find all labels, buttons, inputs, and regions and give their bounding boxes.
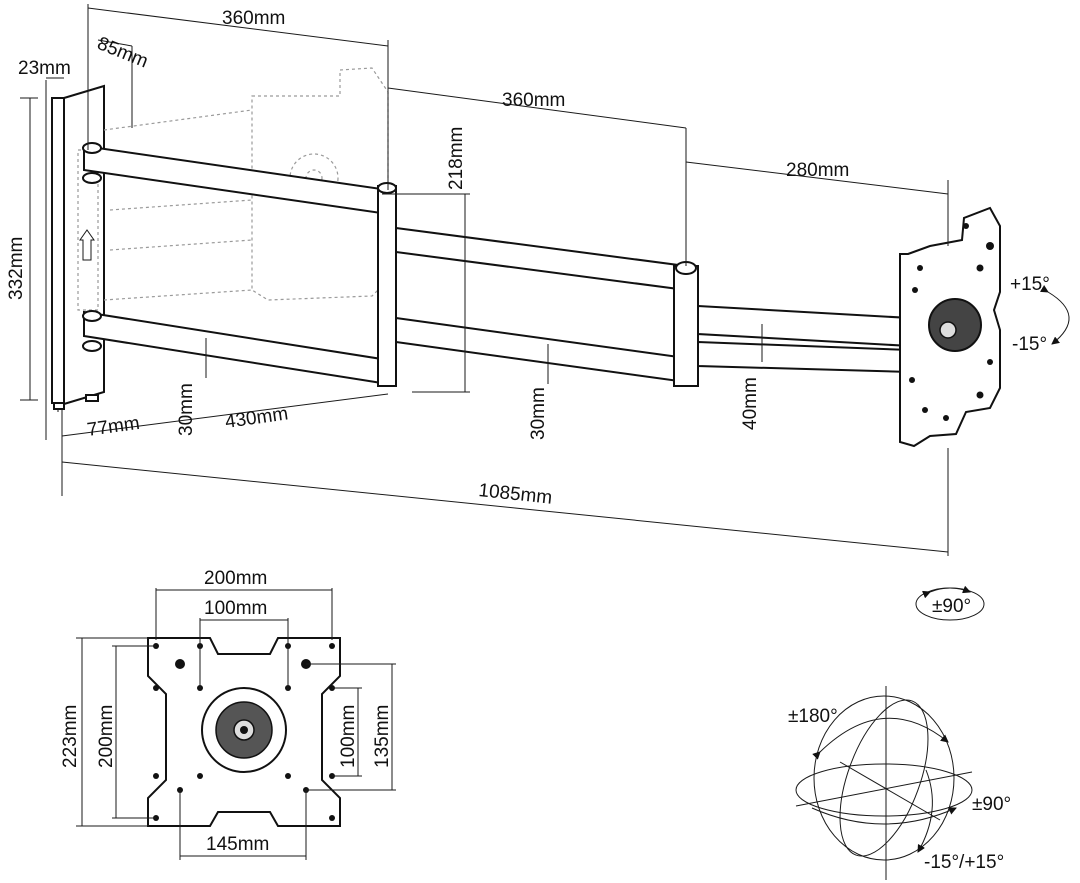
plate-w145: 145mm: [206, 834, 269, 855]
swivel-indicator: [915, 585, 985, 621]
rotation-diagram: ±180° ±90° -15°/+15°: [788, 686, 1011, 880]
dim-30-a: 30mm: [176, 383, 197, 436]
dim-85: 85mm: [94, 33, 151, 72]
vesa-head-plate: [899, 206, 1001, 448]
side-dimension-lines: [20, 4, 949, 556]
wall-plate: [45, 80, 105, 440]
rotation-180-label: ±180°: [788, 706, 838, 727]
rotation-tilt-label: -15°/+15°: [924, 852, 1004, 873]
first-arm: [82, 142, 397, 387]
plate-w200: 200mm: [204, 568, 267, 589]
dim-30-b: 30mm: [528, 387, 549, 440]
tilt-down-label: -15°: [1012, 334, 1047, 355]
plate-h100: 100mm: [338, 705, 359, 768]
plate-dimension-lines: [76, 588, 396, 860]
swivel-label: ±90°: [932, 596, 971, 617]
dim-77: 77mm: [86, 413, 141, 441]
second-arm: [395, 226, 699, 387]
plate-h223: 223mm: [60, 705, 81, 768]
tilt-up-label: +15°: [1010, 274, 1050, 295]
dim-1085: 1085mm: [477, 480, 553, 509]
plate-h200: 200mm: [96, 705, 117, 768]
dim-280: 280mm: [786, 160, 849, 181]
dim-40: 40mm: [740, 377, 761, 430]
dim-23: 23mm: [18, 58, 71, 79]
dim-430: 430mm: [224, 403, 290, 433]
dim-332: 332mm: [6, 237, 27, 300]
dim-218: 218mm: [446, 127, 467, 190]
plate-h135: 135mm: [372, 705, 393, 768]
rotation-90-label: ±90°: [972, 794, 1011, 815]
third-arm: [697, 304, 911, 374]
dim-360-top: 360mm: [222, 8, 285, 29]
plate-w100: 100mm: [204, 598, 267, 619]
dim-360-mid: 360mm: [502, 90, 565, 111]
side-view: 360mm 85mm 23mm 360mm 218mm 280mm 332mm …: [6, 4, 1070, 621]
tilt-arc: [1039, 284, 1070, 345]
plate-view: 200mm 100mm 223mm 200mm 100mm 135mm 145m…: [60, 568, 396, 860]
